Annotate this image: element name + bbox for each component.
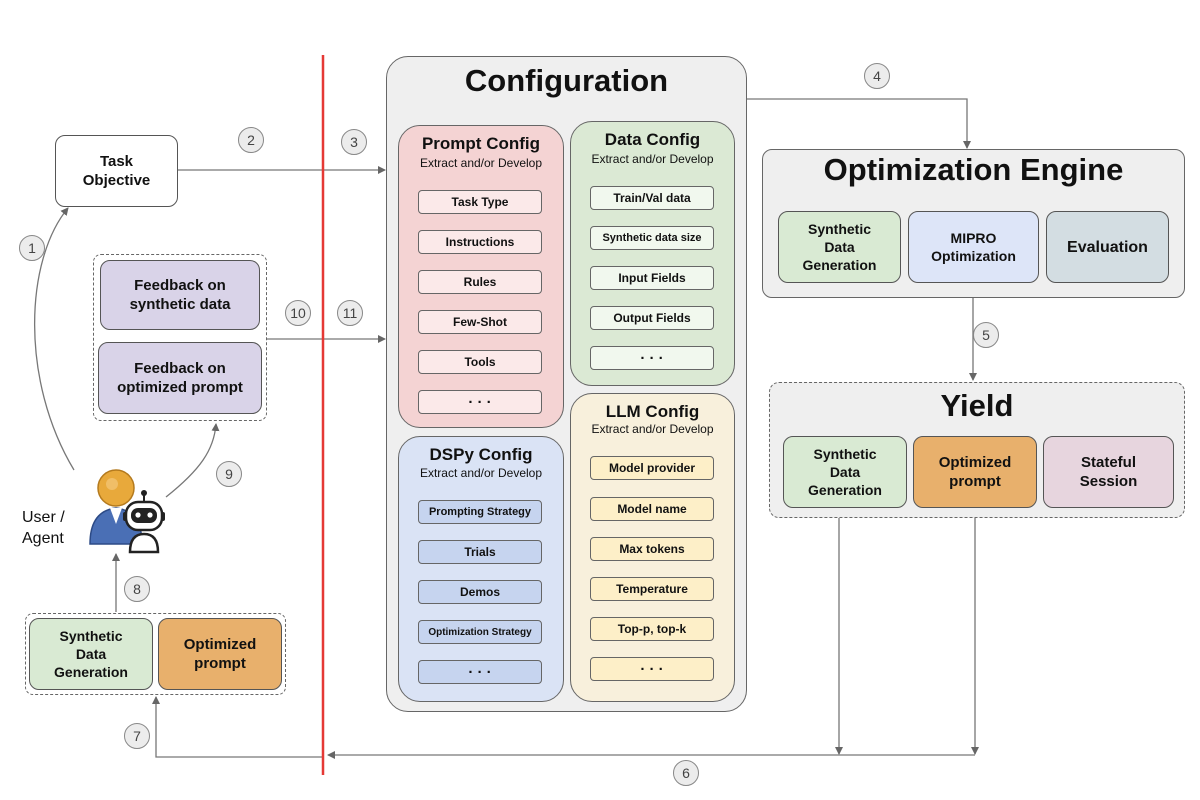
dspy-config-panel: DSPy Config Extract and/or Develop <box>398 436 564 702</box>
data-config-title: Data Config <box>604 130 701 149</box>
engine-synthetic-box: Synthetic Data Generation <box>778 211 901 283</box>
llm-item-model-provider: Model provider <box>590 456 714 480</box>
prompt-item-task-type: Task Type <box>418 190 542 214</box>
prompt-config-subtitle: Extract and/or Develop <box>419 156 543 170</box>
step-number-10: 10 <box>285 300 311 326</box>
bottom-optimized-box: Optimized prompt <box>158 618 282 690</box>
user-agent-label: User / Agent <box>22 509 65 547</box>
llm-item-ellipsis: · · · <box>590 657 714 681</box>
llm-item-max-tokens: Max tokens <box>590 537 714 561</box>
data-config-panel: Data Config Extract and/or Develop <box>570 121 735 386</box>
prompt-item-ellipsis: · · · <box>418 390 542 414</box>
data-config-subtitle: Extract and/or Develop <box>591 152 714 166</box>
yield-optimized-box: Optimized prompt <box>913 436 1037 508</box>
data-item-train-val: Train/Val data <box>590 186 714 210</box>
step-number-8: 8 <box>124 576 150 602</box>
prompt-config-title: Prompt Config <box>421 134 541 153</box>
arrow-7 <box>152 696 322 758</box>
dspy-item-demos: Demos <box>418 580 542 604</box>
user-agent-icon <box>89 469 165 554</box>
configuration-title: Configuration <box>464 63 669 98</box>
prompt-item-tools: Tools <box>418 350 542 374</box>
dspy-item-optimization-strategy: Optimization Strategy <box>418 620 542 644</box>
llm-item-temperature: Temperature <box>590 577 714 601</box>
bottom-synthetic-box: Synthetic Data Generation <box>29 618 153 690</box>
dspy-item-trials: Trials <box>418 540 542 564</box>
step-number-4: 4 <box>864 63 890 89</box>
prompt-item-instructions: Instructions <box>418 230 542 254</box>
data-item-ellipsis: · · · <box>590 346 714 370</box>
prompt-item-rules: Rules <box>418 270 542 294</box>
step-number-7: 7 <box>124 723 150 749</box>
dspy-item-ellipsis: · · · <box>418 660 542 684</box>
step-number-1: 1 <box>19 235 45 261</box>
arrow-9 <box>165 423 220 498</box>
engine-evaluation-box: Evaluation <box>1046 211 1169 283</box>
step-number-6: 6 <box>673 760 699 786</box>
engine-mipro-box: MIPRO Optimization <box>908 211 1039 283</box>
step-number-5: 5 <box>973 322 999 348</box>
yield-synthetic-box: Synthetic Data Generation <box>783 436 907 508</box>
yield-title: Yield <box>940 388 1014 423</box>
data-item-input-fields: Input Fields <box>590 266 714 290</box>
prompt-item-few-shot: Few-Shot <box>418 310 542 334</box>
data-item-output-fields: Output Fields <box>590 306 714 330</box>
llm-config-title: LLM Config <box>605 402 700 421</box>
llm-item-top-p-top-k: Top-p, top-k <box>590 617 714 641</box>
data-item-synthetic-size: Synthetic data size <box>590 226 714 250</box>
dspy-config-title: DSPy Config <box>429 445 533 464</box>
arrow-4 <box>747 98 971 149</box>
bottom-left-output-group <box>25 613 286 695</box>
optimization-engine-title: Optimization Engine <box>823 152 1124 187</box>
dspy-config-subtitle: Extract and/or Develop <box>419 466 543 480</box>
step-number-3: 3 <box>341 129 367 155</box>
feedback-group <box>93 254 267 421</box>
dspy-item-prompting-strategy: Prompting Strategy <box>418 500 542 524</box>
step-number-9: 9 <box>216 461 242 487</box>
llm-item-model-name: Model name <box>590 497 714 521</box>
feedback-prompt-box: Feedback on optimized prompt <box>98 342 262 414</box>
arrow-1 <box>33 207 75 471</box>
llm-config-subtitle: Extract and/or Develop <box>591 422 714 436</box>
task-objective-box: Task Objective <box>55 135 178 207</box>
step-number-2: 2 <box>238 127 264 153</box>
step-number-11: 11 <box>337 300 363 326</box>
feedback-synthetic-box: Feedback on synthetic data <box>100 260 260 330</box>
yield-stateful-session-box: Stateful Session <box>1043 436 1174 508</box>
